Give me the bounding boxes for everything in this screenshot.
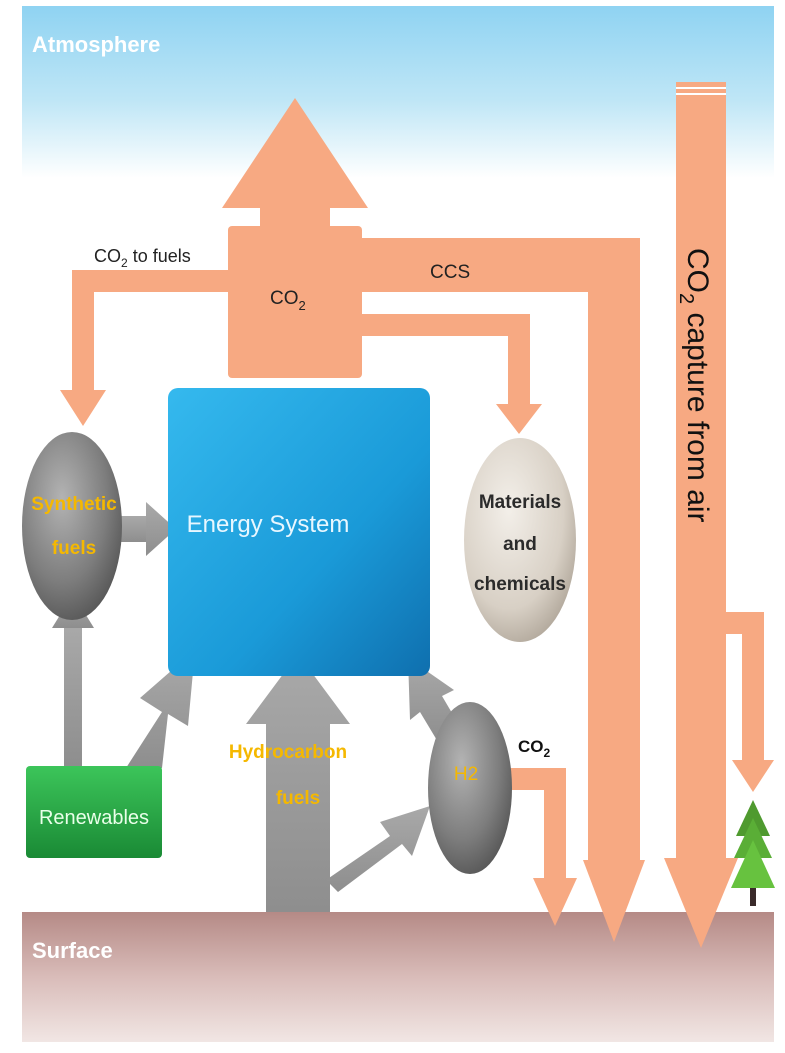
synthetic-fuels-node [22, 432, 122, 620]
co2-to-fuels-main: CO [94, 246, 121, 266]
capture-rest: capture from air [681, 304, 714, 522]
materials-vertical [508, 314, 530, 406]
materials-label-1: Materials [479, 492, 561, 513]
renewables-box [26, 766, 162, 858]
hydrocarbon-fuels-label-2: fuels [276, 788, 320, 809]
co2-to-fuels-vertical [72, 270, 94, 392]
co2-source-sub: 2 [299, 298, 306, 313]
co2-to-fuels-arrowhead [60, 390, 106, 426]
materials-chemicals-node [464, 438, 576, 642]
renewables-to-energy-arrow [126, 650, 195, 768]
co2-source-label: CO2 [270, 288, 306, 313]
hydrocarbon-fuels-label-1: Hydrocarbon [229, 742, 347, 763]
h2-co2-vertical [544, 768, 566, 880]
h2-co2-horizontal [510, 768, 550, 790]
tree-branch-vertical [742, 612, 764, 762]
renewables-to-synfuel-shaft [64, 624, 82, 766]
capture-label-group: CO2 capture from air [675, 248, 714, 523]
tree-branch-arrowhead [732, 760, 774, 792]
h2-co2-sub: 2 [544, 746, 551, 760]
ccs-label: CCS [430, 262, 470, 283]
energy-system-box [168, 388, 430, 676]
co2-to-fuels-label: CO2 to fuels [94, 246, 191, 270]
co2-to-fuels-horizontal [72, 270, 230, 292]
capture-sub: 2 [675, 293, 697, 304]
tree-icon [731, 800, 775, 906]
h2-co2-arrowhead [533, 878, 577, 926]
co2-to-atmosphere-arrow [222, 98, 368, 230]
atmosphere-band [22, 6, 774, 178]
co2-to-fuels-rest: to fuels [128, 246, 191, 266]
co2-to-fuels-sub: 2 [121, 256, 128, 270]
synfuel-to-energy-shaft [118, 516, 148, 542]
synfuel-to-energy-head [146, 502, 176, 556]
renewables-label: Renewables [39, 807, 149, 829]
capture-main: CO [681, 248, 714, 293]
synthetic-fuels-label-2: fuels [52, 538, 96, 559]
ccs-arrowhead [583, 860, 645, 942]
h2-co2-main: CO [518, 737, 544, 756]
ccs-vertical [588, 238, 640, 863]
hydrocarbon-to-h2-arrow [326, 806, 430, 892]
materials-label-2: and [503, 534, 537, 555]
hydrocarbon-to-energy-arrow [246, 654, 350, 912]
surface-label: Surface [32, 938, 113, 963]
co2-source-main: CO [270, 288, 299, 309]
capture-column [676, 82, 726, 862]
co2-source-box [228, 226, 362, 378]
surface-band [22, 912, 774, 1042]
atmosphere-label: Atmosphere [32, 32, 160, 57]
synthetic-fuels-label-1: Synthetic [31, 494, 117, 515]
materials-arrowhead [496, 404, 542, 434]
materials-horizontal [360, 314, 526, 336]
co2-flows [60, 82, 774, 948]
capture-arrowhead [664, 858, 738, 948]
h2-co2-label: CO2 [518, 737, 551, 760]
energy-system-label: Energy System [187, 511, 350, 538]
capture-label: CO2 capture from air [675, 248, 714, 523]
h2-node [428, 702, 512, 874]
h2-label: H2 [454, 764, 478, 785]
materials-label-3: chemicals [474, 574, 566, 595]
